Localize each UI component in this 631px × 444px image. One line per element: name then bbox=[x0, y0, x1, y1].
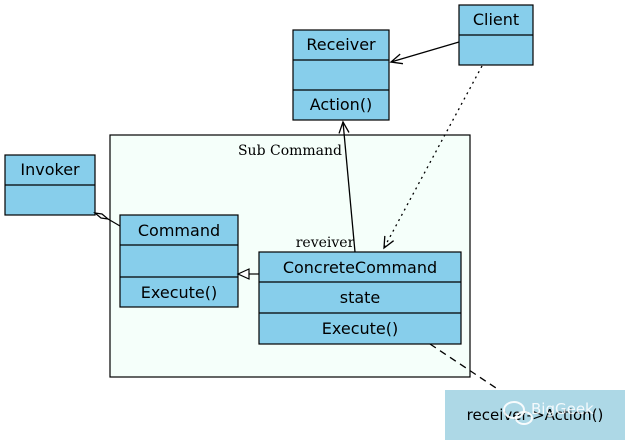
class-command[interactable]: Command Execute() bbox=[119, 214, 239, 308]
chat-bubble-icon bbox=[503, 401, 533, 425]
class-concrete-command[interactable]: ConcreteCommand state Execute() bbox=[258, 251, 462, 345]
class-command-operation: Execute() bbox=[141, 283, 217, 302]
class-receiver[interactable]: Receiver Action() bbox=[292, 29, 390, 121]
aggregation-invoker-command[interactable] bbox=[92, 212, 121, 227]
class-concrete-command-box bbox=[258, 251, 462, 345]
note-receiver-action[interactable]: receiver->Action() bbox=[445, 390, 625, 440]
aggregation-diamond-icon bbox=[92, 212, 111, 220]
note-anchor-line bbox=[429, 343, 503, 393]
class-concrete-command-operation: Execute() bbox=[322, 319, 398, 338]
aggregation-line bbox=[107, 218, 121, 227]
class-receiver-box bbox=[292, 29, 390, 121]
note-text: receiver->Action() bbox=[467, 406, 604, 424]
class-concrete-command-attribute: state bbox=[340, 288, 381, 307]
note-box bbox=[445, 390, 625, 440]
association-role-label: reveiver bbox=[296, 235, 355, 251]
dependency-client-concrete-command[interactable] bbox=[383, 65, 483, 250]
class-concrete-command-name: ConcreteCommand bbox=[283, 258, 437, 277]
generalization-triangle-icon bbox=[236, 268, 250, 280]
class-receiver-name: Receiver bbox=[306, 35, 376, 54]
class-command-name: Command bbox=[138, 221, 220, 240]
watermark: BigGeek bbox=[503, 400, 594, 425]
association-client-receiver[interactable] bbox=[389, 41, 460, 65]
association-concrete-command-receiver[interactable] bbox=[338, 120, 356, 253]
generalization-concrete-command-command[interactable] bbox=[236, 268, 259, 280]
class-invoker[interactable]: Invoker bbox=[4, 154, 96, 216]
class-client-name: Client bbox=[473, 10, 519, 29]
package-title: Sub Command bbox=[238, 143, 342, 159]
class-command-box bbox=[119, 214, 239, 308]
class-invoker-name: Invoker bbox=[20, 160, 80, 179]
class-client[interactable]: Client bbox=[458, 4, 534, 66]
watermark-text: BigGeek bbox=[531, 400, 594, 418]
class-receiver-operation: Action() bbox=[310, 95, 373, 114]
